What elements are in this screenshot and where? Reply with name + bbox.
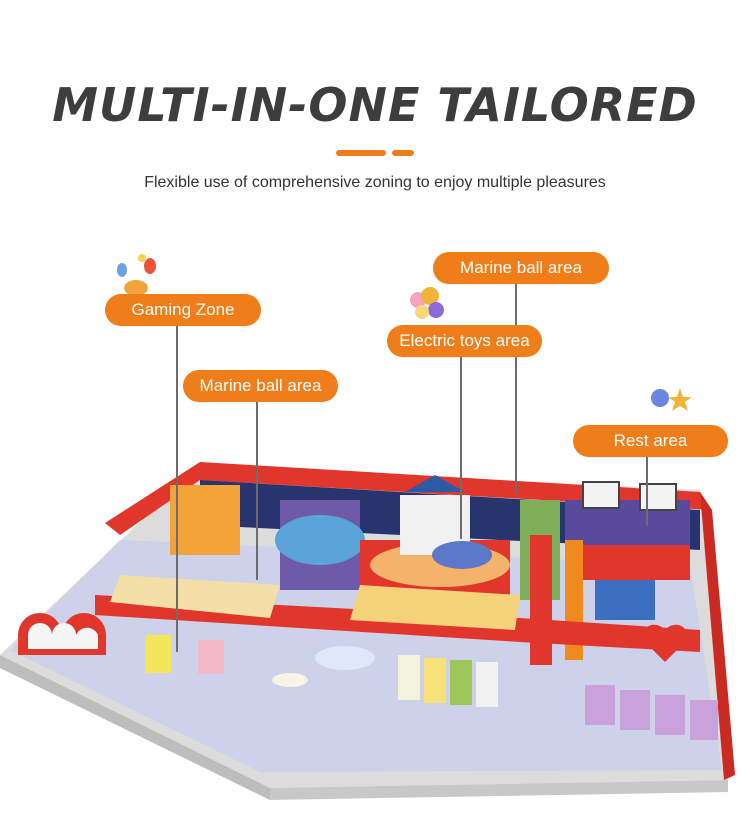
title-underline-long [336,150,386,156]
label-gaming-zone: Gaming Zone [105,294,261,326]
leader-marine-ball-top [515,284,517,494]
label-marine-ball-left: Marine ball area [183,370,338,402]
page-subtitle: Flexible use of comprehensive zoning to … [144,174,606,191]
leader-electric-toys [460,354,462,539]
balloon-star-icon [651,388,692,411]
title-underline-short [392,150,414,156]
page-title: MULTI-IN-ONE TAILORED [52,78,698,132]
label-rest-area: Rest area [573,425,728,457]
leader-rest-area [646,456,648,526]
playground-illustration [0,254,735,800]
leader-gaming-zone [176,322,178,652]
balloon-dog-icon [117,254,156,296]
leader-marine-ball-left [256,400,258,580]
balloons-icon [410,287,444,319]
label-electric-toys: Electric toys area [387,325,542,357]
label-marine-ball-top: Marine ball area [433,252,609,284]
